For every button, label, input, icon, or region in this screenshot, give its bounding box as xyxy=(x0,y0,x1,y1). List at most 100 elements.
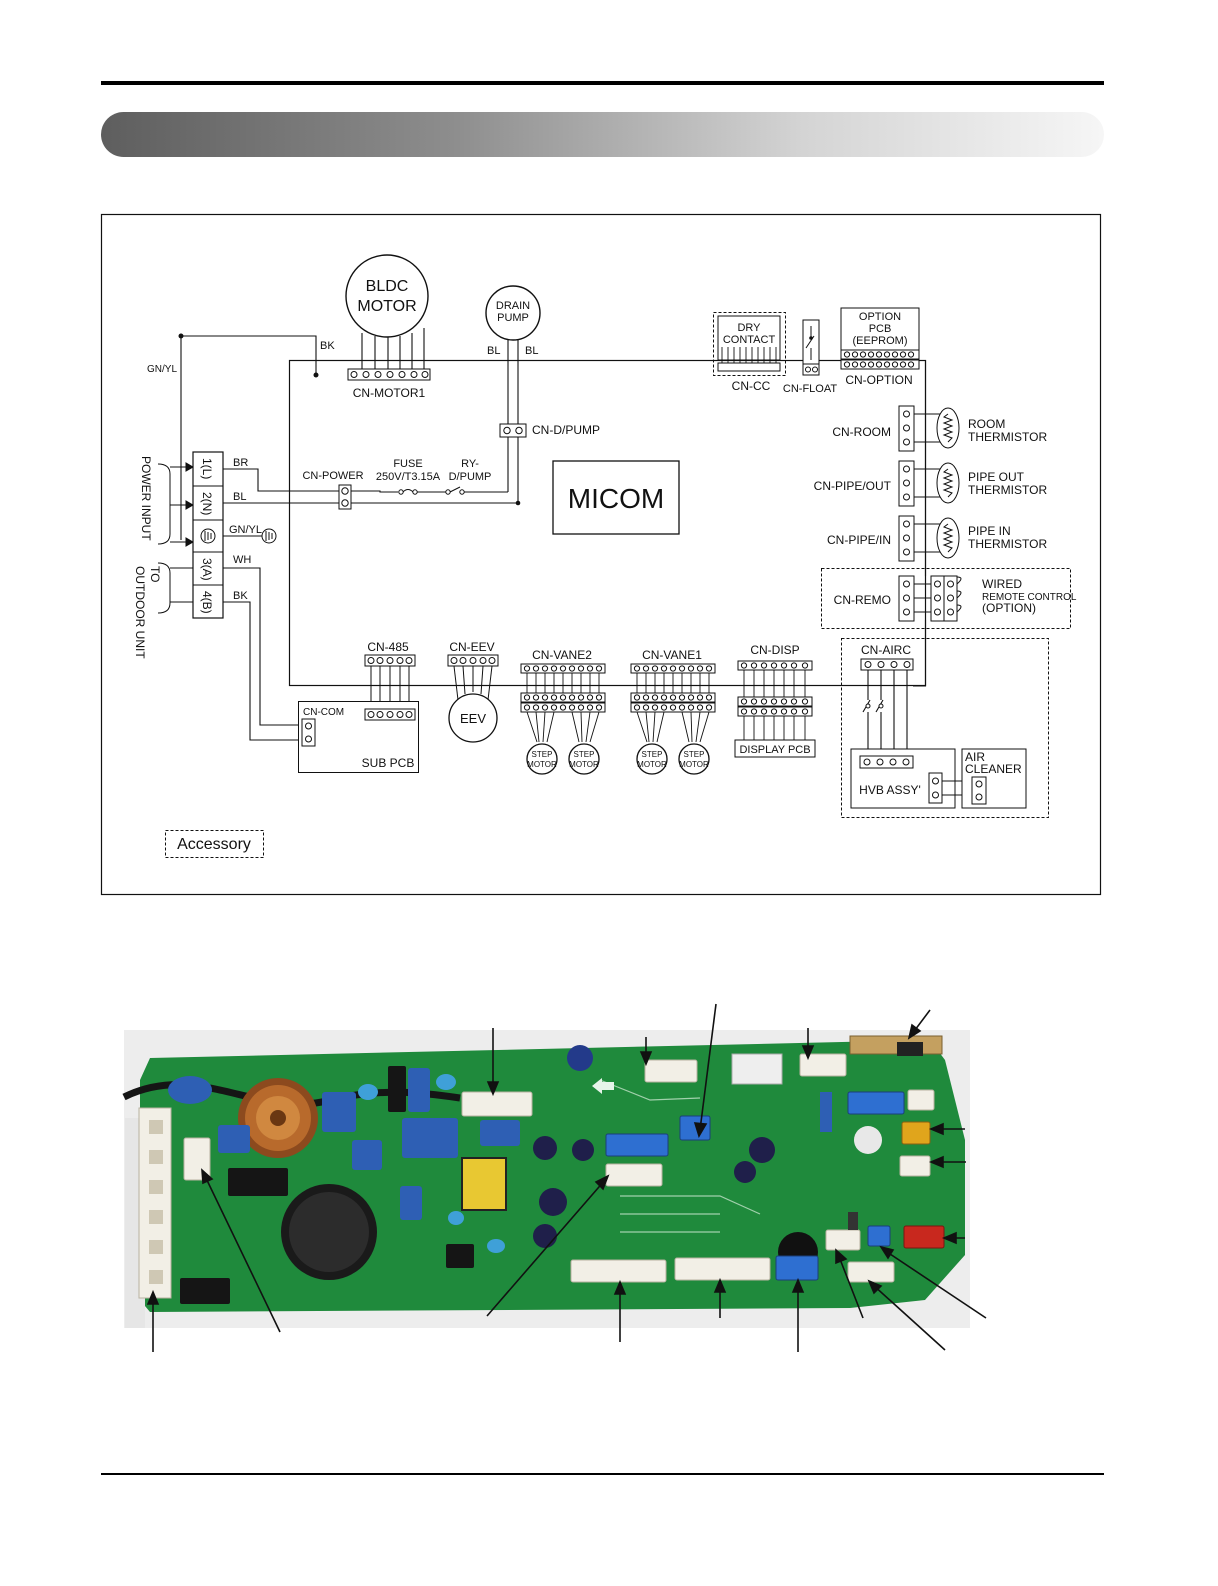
to-outdoor-label-1: TO xyxy=(148,566,162,582)
connector-cn-remo xyxy=(867,1225,891,1247)
wire-bl-1: BL xyxy=(487,345,500,357)
ry-dpump-label-1: RY- xyxy=(461,458,479,470)
terminal-1-label: 1(L) xyxy=(200,458,214,479)
connector-cn-485 xyxy=(605,1163,663,1187)
cn-pipe-in-label: CN-PIPE/IN xyxy=(827,533,891,547)
sub-pcb-label: SUB PCB xyxy=(362,756,415,770)
dry-contact-label-2: CONTACT xyxy=(723,334,776,346)
connector-cn-option xyxy=(847,1261,895,1283)
connector-blue-upper xyxy=(605,1133,669,1157)
cn-room-label: CN-ROOM xyxy=(832,425,891,439)
terminal-2-label: 2(N) xyxy=(200,492,214,515)
gnyl-left-label: GN/YL xyxy=(147,364,177,375)
vane2-step-motor-b-label-1: STEP xyxy=(574,750,595,759)
connector-cn-com xyxy=(775,1255,819,1281)
wired-remote-control: CN-REMO WIRED REMOTE CONTROL (OPTION) xyxy=(821,568,1077,629)
vane1-step-motor-a-label-2: MOTOR xyxy=(637,760,667,769)
connector-cn-float xyxy=(799,1053,847,1077)
connector-cn-d-pump xyxy=(644,1059,698,1083)
pipe-in-therm-label-2: THERMISTOR xyxy=(968,537,1047,551)
cn-motor1-label: CN-MOTOR1 xyxy=(353,386,426,400)
drain-pump: DRAIN PUMP BL BL CN-D/PUMP xyxy=(485,285,600,503)
top-rule xyxy=(101,81,1104,85)
connector-cn-pipe-in xyxy=(899,1155,931,1177)
bldc-label-1: BLDC xyxy=(366,278,409,295)
connector-blue-right xyxy=(847,1091,905,1115)
cn-485-label: CN-485 xyxy=(367,640,409,654)
cn-disp-label: CN-DISP xyxy=(750,643,799,657)
vane2-step-motor-b-label-2: MOTOR xyxy=(569,760,599,769)
cn-airc-label: CN-AIRC xyxy=(861,643,911,657)
room-therm-label-2: THERMISTOR xyxy=(968,430,1047,444)
vane1-step-motor-b-label-2: MOTOR xyxy=(679,760,709,769)
wire-gnyl-label: GN/YL xyxy=(229,524,262,536)
micom-chip: MICOM xyxy=(552,460,680,535)
connector-cn-power xyxy=(183,1137,211,1181)
display-pcb-label: DISPLAY PCB xyxy=(739,744,810,756)
wire-bk-lower-label: BK xyxy=(233,590,248,602)
cn-remo-label: CN-REMO xyxy=(834,593,891,607)
room-therm-label-1: ROOM xyxy=(968,417,1005,431)
vane1-connector: CN-VANE1 STEP MOTOR STEP MOTOR xyxy=(630,648,716,775)
wired-rc-label-3: (OPTION) xyxy=(982,601,1036,615)
vane2-connector: CN-VANE2 STEP MOTOR STEP MOTOR xyxy=(520,648,606,775)
pipe-in-therm-label-1: PIPE IN xyxy=(968,524,1011,538)
option-eeprom-board xyxy=(849,1035,943,1055)
wire-bk-top: BK xyxy=(320,340,335,352)
pipe-in-thermistor: CN-PIPE/IN PIPE IN THERMISTOR xyxy=(827,515,1047,562)
float-switch: CN-FLOAT xyxy=(783,319,837,395)
pipe-out-thermistor: CN-PIPE/OUT PIPE OUT THERMISTOR xyxy=(814,460,1047,507)
hvb-assy-label: HVB ASSY' xyxy=(859,783,921,797)
accessory-label: Accessory xyxy=(177,836,251,853)
section-banner xyxy=(101,112,1104,157)
display-pcb: CN-DISP DISPLAY PCB xyxy=(734,643,816,758)
cn-vane1-label: CN-VANE1 xyxy=(642,648,702,662)
connector-cn-motor1 xyxy=(461,1091,533,1117)
wire-bl-power-label: BL xyxy=(233,491,246,503)
option-pcb-label-2: PCB xyxy=(869,323,892,335)
wire-bl-2: BL xyxy=(525,345,538,357)
accessory-legend: Accessory xyxy=(165,830,264,858)
wired-rc-label-2: REMOTE CONTROL xyxy=(982,592,1077,603)
connector-cn-disp xyxy=(570,1259,667,1283)
room-thermistor: CN-ROOM ROOM THERMISTOR xyxy=(832,405,1047,452)
pipe-out-therm-label-2: THERMISTOR xyxy=(968,483,1047,497)
connector-cn-vane xyxy=(674,1257,771,1281)
micom-label: MICOM xyxy=(568,483,664,514)
sub-pcb: CN-485 CN-COM SUB PCB xyxy=(298,640,419,773)
vane2-step-motor-a-label-2: MOTOR xyxy=(527,760,557,769)
fuse-label-2: 250V/T3.15A xyxy=(376,471,441,483)
terminal-3-label: 3(A) xyxy=(200,558,214,581)
cn-eev-label: CN-EEV xyxy=(449,640,494,654)
air-cleaner-section: CN-AIRC HVB ASSY' AIR CLEANER xyxy=(841,620,1049,818)
terminal-4-label: 4(B) xyxy=(200,591,214,614)
cn-power-label: CN-POWER xyxy=(302,470,363,482)
cn-dpump-label: CN-D/PUMP xyxy=(532,423,600,437)
wired-rc-label-1: WIRED xyxy=(982,577,1022,591)
cn-float-label: CN-FLOAT xyxy=(783,383,837,395)
vane2-step-motor-a-label-1: STEP xyxy=(532,750,553,759)
dry-contact: DRY CONTACT CN-CC xyxy=(713,312,786,393)
vane1-step-motor-a-label-1: STEP xyxy=(642,750,663,759)
pump-label-1: DRAIN xyxy=(496,300,530,312)
cn-cc-label: CN-CC xyxy=(732,379,771,393)
power-input-label: POWER INPUT xyxy=(139,456,153,541)
pump-label-2: PUMP xyxy=(497,312,529,324)
to-outdoor-label-2: OUTDOOR UNIT xyxy=(133,566,147,659)
eev-valve: CN-EEV EEV xyxy=(447,640,499,743)
air-cleaner-label-1: AIR xyxy=(965,750,985,764)
eev-label: EEV xyxy=(460,711,486,726)
connector-cn-pipe-out xyxy=(901,1121,931,1145)
connector-cn-room xyxy=(907,1089,935,1111)
option-pcb-label-3: (EEPROM) xyxy=(853,335,908,347)
fuse-label-1: FUSE xyxy=(393,458,422,470)
option-pcb: OPTION PCB (EEPROM) CN-OPTION xyxy=(840,307,920,387)
cn-vane2-label: CN-VANE2 xyxy=(532,648,592,662)
dry-contact-label-1: DRY xyxy=(737,322,761,334)
power-input-section: POWER INPUT TO OUTDOOR UNIT 1(L) 2(N) 3(… xyxy=(133,451,521,741)
wire-br-label: BR xyxy=(233,457,248,469)
connector-cn-cc xyxy=(679,1115,711,1141)
power-terminal-connector xyxy=(138,1107,172,1299)
bldc-label-2: MOTOR xyxy=(357,298,416,315)
bldc-motor: BLDC MOTOR CN-MOTOR1 xyxy=(345,254,431,400)
